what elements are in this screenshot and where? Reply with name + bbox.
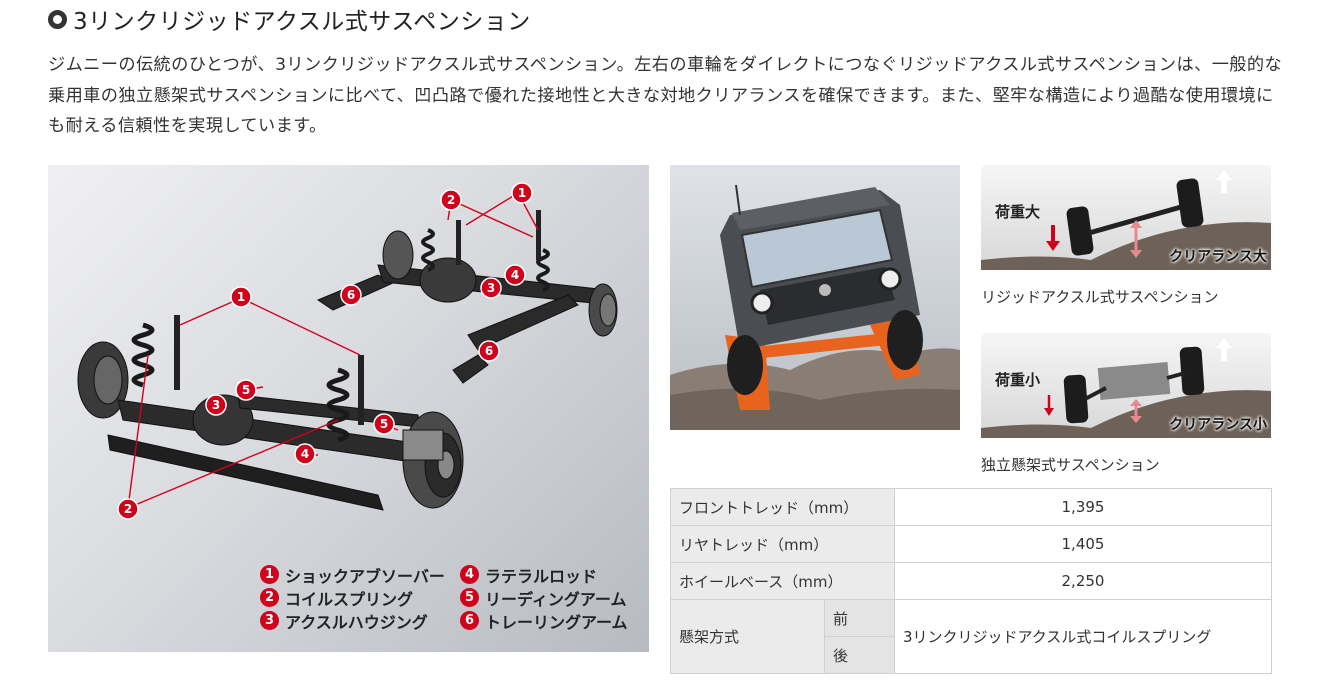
legend-label: トレーリングアーム xyxy=(485,612,628,632)
legend-badge: 5 xyxy=(460,588,479,607)
spec-value: 2,250 xyxy=(894,562,1272,600)
spec-label: フロントトレッド（mm） xyxy=(670,488,895,526)
legend-badge: 6 xyxy=(460,611,479,630)
legend-badge: 2 xyxy=(260,588,279,607)
legend-badge: 4 xyxy=(460,565,479,584)
callout-5-front-right: 5 xyxy=(373,413,395,435)
table-row: ホイールベース（mm） 2,250 xyxy=(670,562,1272,600)
spec-label: リヤトレッド（mm） xyxy=(670,525,895,563)
spec-label-suspension: 懸架方式 xyxy=(670,599,825,674)
spec-value: 1,405 xyxy=(894,525,1272,563)
table-row: リヤトレッド（mm） 1,405 xyxy=(670,525,1272,563)
independent-suspension-diagram: 荷重小 クリアランス小 xyxy=(981,333,1271,438)
independent-load-label: 荷重小 xyxy=(995,371,1041,389)
spec-value: 1,395 xyxy=(894,488,1272,526)
rigid-axle-diagram: 荷重大 クリアランス大 xyxy=(981,165,1271,270)
suspension-diagram: 1 2 4 3 6 6 1 5 3 5 4 2 1 ショックアブソーバー 4 ラテラ… xyxy=(48,165,649,652)
callout-4-rear: 4 xyxy=(504,264,526,286)
legend-label: リーディングアーム xyxy=(485,589,627,609)
svg-text:2: 2 xyxy=(124,502,132,516)
legend-item-4: 4 ラテラルロッド xyxy=(460,563,640,587)
legend-label: アクスルハウジング xyxy=(285,612,428,632)
ring-bullet-icon xyxy=(48,9,67,29)
callout-4-front: 4 xyxy=(294,443,316,465)
spec-label: ホイールベース（mm） xyxy=(670,562,895,600)
independent-clearance-label: クリアランス小 xyxy=(1169,417,1267,433)
callout-3-front: 3 xyxy=(205,394,227,416)
callout-6-rear-left: 6 xyxy=(340,284,362,306)
rigid-clearance-label: クリアランス大 xyxy=(1169,249,1267,265)
independent-illustration xyxy=(981,338,1271,438)
spec-sublabel-front: 前 xyxy=(824,599,895,637)
spec-table: フロントトレッド（mm） 1,395 リヤトレッド（mm） 1,405 ホイール… xyxy=(670,488,1272,674)
callout-6-rear-right: 6 xyxy=(478,340,500,362)
svg-text:5: 5 xyxy=(242,383,250,397)
legend-item-5: 5 リーディングアーム xyxy=(460,586,640,610)
jimny-articulation-image xyxy=(670,165,960,430)
spec-value-suspension: 3リンクリジッドアクスル式コイルスプリング xyxy=(894,599,1272,674)
rigid-axle-illustration xyxy=(981,170,1271,270)
svg-text:3: 3 xyxy=(212,398,220,412)
svg-text:5: 5 xyxy=(380,417,388,431)
table-row: 懸架方式 前 3リンクリジッドアクスル式コイルスプリング xyxy=(670,599,1272,674)
spec-sublabel-rear: 後 xyxy=(824,636,895,674)
legend-item-6: 6 トレーリングアーム xyxy=(460,609,640,633)
legend-item-3: 3 アクスルハウジング xyxy=(260,609,460,633)
svg-text:6: 6 xyxy=(347,288,355,302)
svg-text:6: 6 xyxy=(485,344,493,358)
svg-text:2: 2 xyxy=(447,193,455,207)
svg-text:3: 3 xyxy=(487,281,495,295)
section-title: 3リンクリジッドアクスル式サスペンション xyxy=(73,9,531,35)
suspension-illustration: 1 2 4 3 6 6 1 5 3 5 4 2 xyxy=(77,182,618,520)
callout-3-rear: 3 xyxy=(480,277,502,299)
callout-5-front-top: 5 xyxy=(235,379,257,401)
legend-badge: 3 xyxy=(260,611,279,630)
section-heading: 3リンクリジッドアクスル式サスペンション xyxy=(48,4,531,35)
diagram-legend: 1 ショックアブソーバー 4 ラテラルロッド 2 コイルスプリング 5 リーディングアー… xyxy=(260,563,640,632)
intro-paragraph: ジムニーの伝統のひとつが、3リンクリジッドアクスル式サスペンション。左右の車輪を… xyxy=(48,55,1283,136)
callout-1-front: 1 xyxy=(230,286,252,308)
svg-text:4: 4 xyxy=(511,268,519,282)
callout-2-rear: 2 xyxy=(440,189,462,211)
legend-item-1: 1 ショックアブソーバー xyxy=(260,563,460,587)
independent-caption: 独立懸架式サスペンション xyxy=(981,456,1160,474)
svg-text:1: 1 xyxy=(237,290,245,304)
table-row: フロントトレッド（mm） 1,395 xyxy=(670,488,1272,526)
callout-2-front: 2 xyxy=(117,498,139,520)
legend-label: ラテラルロッド xyxy=(485,566,598,586)
legend-item-2: 2 コイルスプリング xyxy=(260,586,460,610)
legend-label: ショックアブソーバー xyxy=(285,566,445,586)
svg-text:1: 1 xyxy=(518,186,526,200)
rigid-load-label: 荷重大 xyxy=(995,203,1041,221)
table-row: 後 xyxy=(671,636,1272,674)
jimny-illustration xyxy=(670,165,960,430)
legend-label: コイルスプリング xyxy=(285,589,414,609)
rigid-caption: リジッドアクスル式サスペンション xyxy=(981,288,1219,306)
svg-text:4: 4 xyxy=(301,447,309,461)
callout-1-rear: 1 xyxy=(511,182,533,204)
legend-badge: 1 xyxy=(260,565,279,584)
